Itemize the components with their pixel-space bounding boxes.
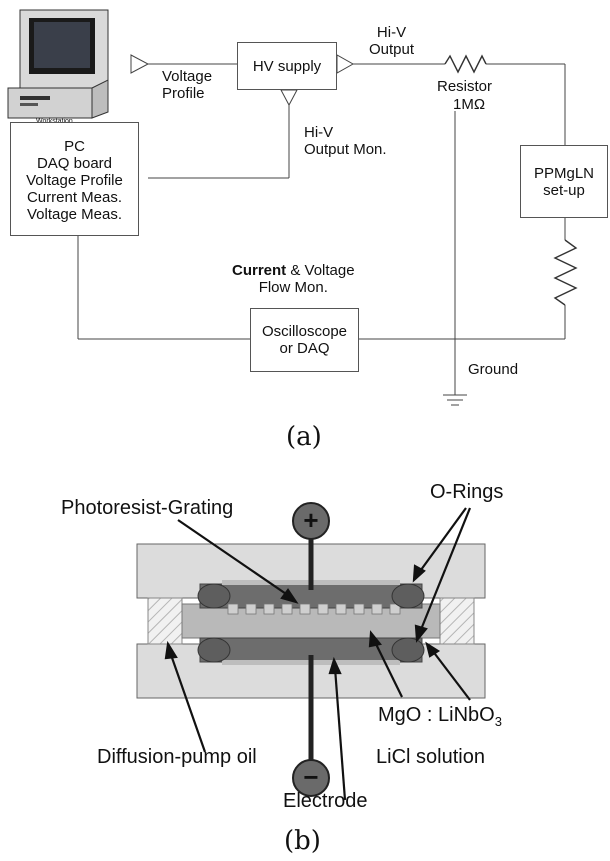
mgo-linbo3-subscript: 3 bbox=[494, 714, 502, 729]
diffusion-pump-oil-label: Diffusion-pump oil bbox=[97, 746, 257, 768]
hiv-output-label: Hi-V Output bbox=[369, 24, 414, 58]
electrode-label: Electrode bbox=[283, 790, 368, 812]
current-flow-mon-label: Current & Voltage Flow Mon. bbox=[232, 262, 355, 296]
pc-line-5: Voltage Meas. bbox=[26, 205, 123, 223]
workstation-label: Workstation bbox=[36, 118, 73, 125]
oscilloscope-line-2: or DAQ bbox=[279, 340, 330, 357]
ground-label: Ground bbox=[468, 361, 519, 378]
mgo-linbo3-text: MgO : LiNbO bbox=[378, 704, 495, 726]
hv-supply-label: HV supply bbox=[252, 57, 322, 75]
voltage-word: & Voltage bbox=[286, 262, 355, 279]
pc-line-3: Voltage Profile bbox=[26, 171, 123, 189]
oscilloscope-line-1: Oscilloscope bbox=[261, 323, 348, 340]
licl-solution-label: LiCl solution bbox=[376, 746, 485, 768]
pc-line-4: Current Meas. bbox=[26, 188, 123, 206]
ppmgln-box: PPMgLN set-up bbox=[520, 145, 608, 218]
photoresist-grating-label: Photoresist-Grating bbox=[61, 497, 234, 519]
hiv-output-line-2: Output bbox=[369, 41, 415, 58]
voltage-profile-label: Voltage Profile bbox=[162, 68, 212, 102]
workstation-icon bbox=[7, 9, 109, 119]
flow-mon-line: Flow Mon. bbox=[258, 279, 328, 296]
current-word: Current bbox=[232, 262, 287, 279]
voltage-profile-line-1: Voltage bbox=[162, 68, 213, 85]
caption-a: (a) bbox=[286, 422, 322, 452]
resistor-label: Resistor bbox=[437, 78, 493, 95]
hiv-output-mon-label: Hi-V Output Mon. bbox=[304, 124, 387, 158]
circuit-wiring bbox=[7, 9, 578, 406]
minus-symbol: − bbox=[303, 762, 319, 792]
hiv-output-line-1: Hi-V bbox=[376, 24, 407, 41]
o-rings-label: O-Rings bbox=[430, 481, 504, 503]
voltage-profile-line-2: Profile bbox=[162, 85, 205, 102]
hv-supply-box: HV supply bbox=[237, 42, 337, 90]
plus-symbol: + bbox=[303, 505, 319, 535]
resistor-value: 1MΩ bbox=[453, 96, 486, 113]
hiv-output-mon-line-1: Hi-V bbox=[304, 124, 334, 141]
hiv-output-mon-line-2: Output Mon. bbox=[304, 141, 387, 158]
oscilloscope-box: Oscilloscope or DAQ bbox=[250, 308, 359, 372]
pc-line-2: DAQ board bbox=[36, 154, 113, 172]
mgo-linbo3-label: MgO : LiNbO3 bbox=[378, 704, 502, 733]
caption-b: (b) bbox=[284, 826, 321, 856]
pc-line-1: PC bbox=[64, 137, 85, 155]
ppmgln-line-1: PPMgLN bbox=[533, 164, 595, 182]
ppmgln-line-2: set-up bbox=[543, 181, 585, 199]
pc-box: PC DAQ board Voltage Profile Current Mea… bbox=[10, 122, 139, 236]
